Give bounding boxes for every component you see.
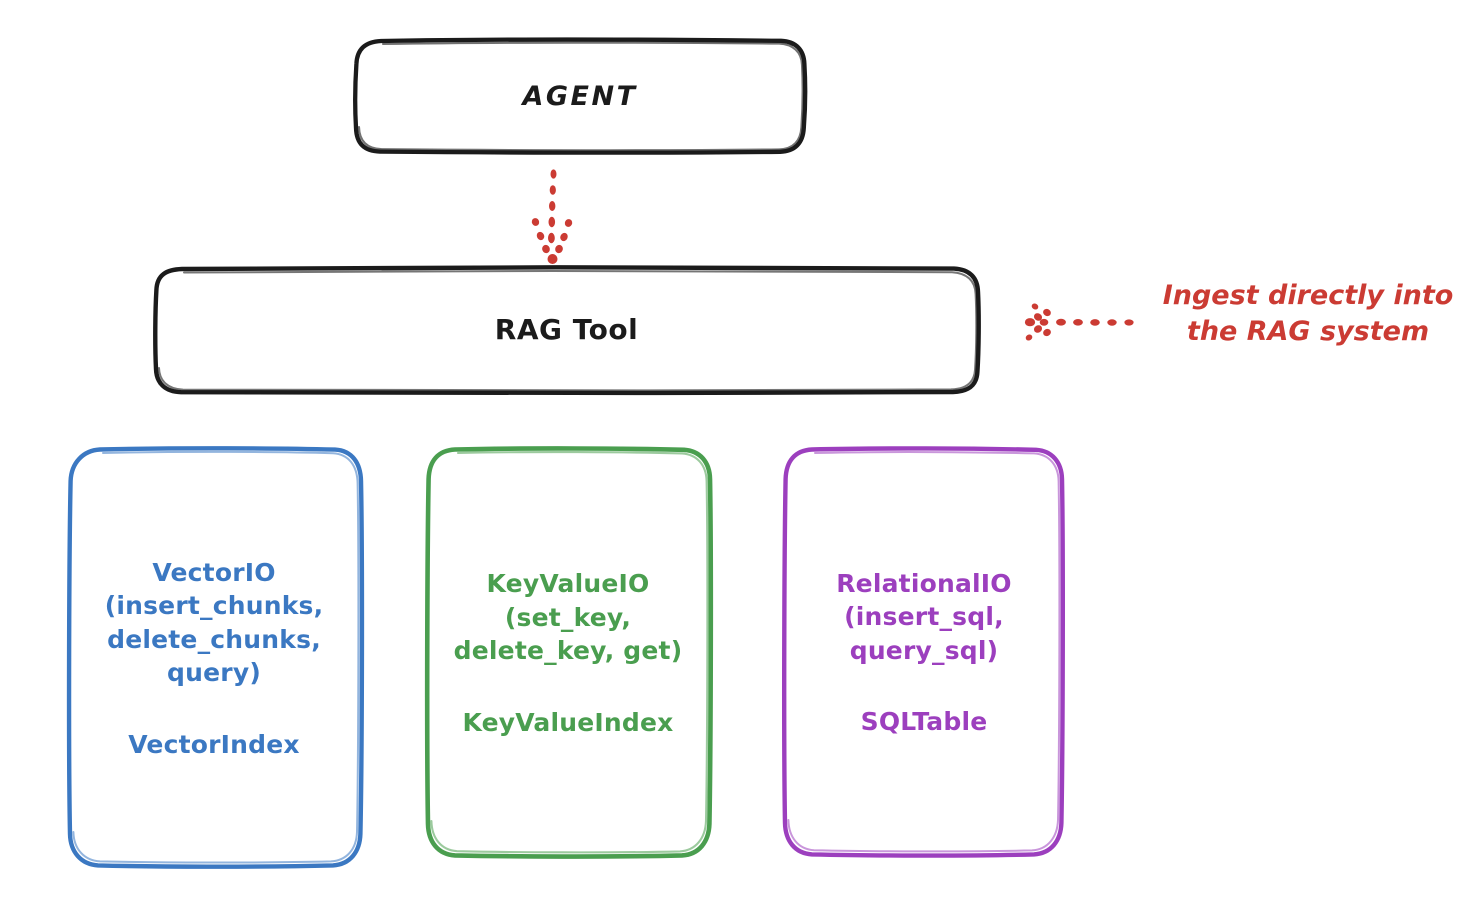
agent-to-rag-tool-arrow xyxy=(531,169,573,264)
node-relational-io-label: RelationalIO (insert_sql, query_sql) xyxy=(836,568,1012,665)
node-agent-label: AGENT xyxy=(522,80,638,112)
annotation-ingest-directly: Ingest directly into the RAG system xyxy=(1162,280,1454,348)
node-relational-io-sublabel: SQLTable xyxy=(860,707,988,737)
ingest-to-rag-tool-arrow xyxy=(1024,303,1134,341)
node-vector-io-label: VectorIO (insert_chunks, delete_chunks, … xyxy=(104,557,324,688)
node-agent[interactable]: AGENT xyxy=(355,40,805,153)
node-key-value-io-sublabel: KeyValueIndex xyxy=(462,707,674,737)
node-rag-tool[interactable]: RAG Tool xyxy=(155,268,978,392)
node-relational-io[interactable]: RelationalIO (insert_sql, query_sql) SQL… xyxy=(785,448,1063,855)
node-key-value-io-label: KeyValueIO (set_key, delete_key, get) xyxy=(453,569,683,666)
node-vector-io[interactable]: VectorIO (insert_chunks, delete_chunks, … xyxy=(66,448,362,866)
node-vector-io-sublabel: VectorIndex xyxy=(128,729,300,759)
node-rag-tool-label: RAG Tool xyxy=(494,312,639,346)
node-key-value-io[interactable]: KeyValueIO (set_key, delete_key, get) Ke… xyxy=(425,448,711,856)
